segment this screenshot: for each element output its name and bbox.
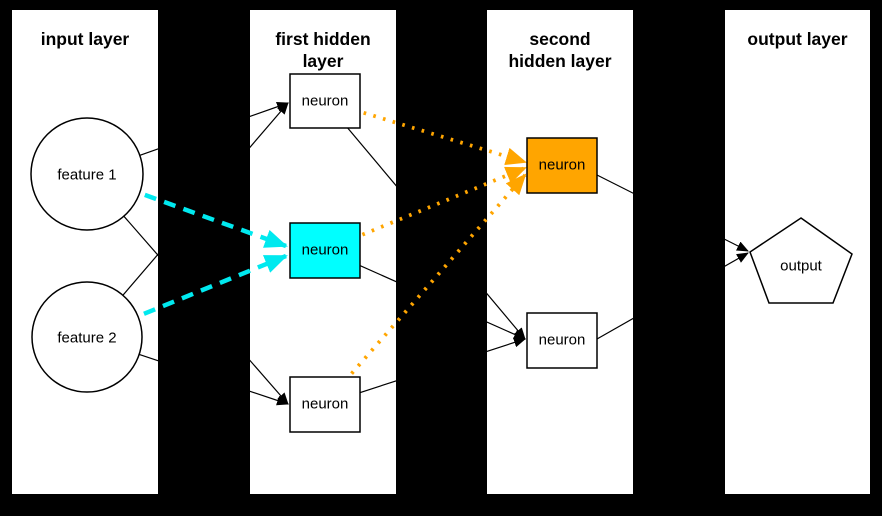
input-layer-title: input layer	[40, 29, 130, 49]
h1-bottom-neuron-label: neuron	[301, 395, 349, 413]
feature2-label: feature 2	[57, 329, 117, 347]
h2-bottom-neuron-label: neuron	[538, 331, 586, 349]
h2-top-neuron-label: neuron	[538, 156, 586, 174]
first-hidden-layer-title: first hidden layer	[275, 29, 371, 71]
panel-output-layer: output layer	[725, 10, 870, 494]
output-layer-title: output layer	[747, 29, 848, 49]
output-label: output	[780, 257, 822, 275]
second-hidden-layer-title: second hidden layer	[508, 29, 612, 71]
h1-top-neuron-label: neuron	[301, 92, 349, 110]
panel-second-hidden-layer: second hidden layer	[487, 10, 633, 494]
feature1-label: feature 1	[57, 166, 117, 184]
h1-middle-neuron-label: neuron	[301, 241, 349, 259]
panel-input-layer: input layer	[12, 10, 158, 494]
